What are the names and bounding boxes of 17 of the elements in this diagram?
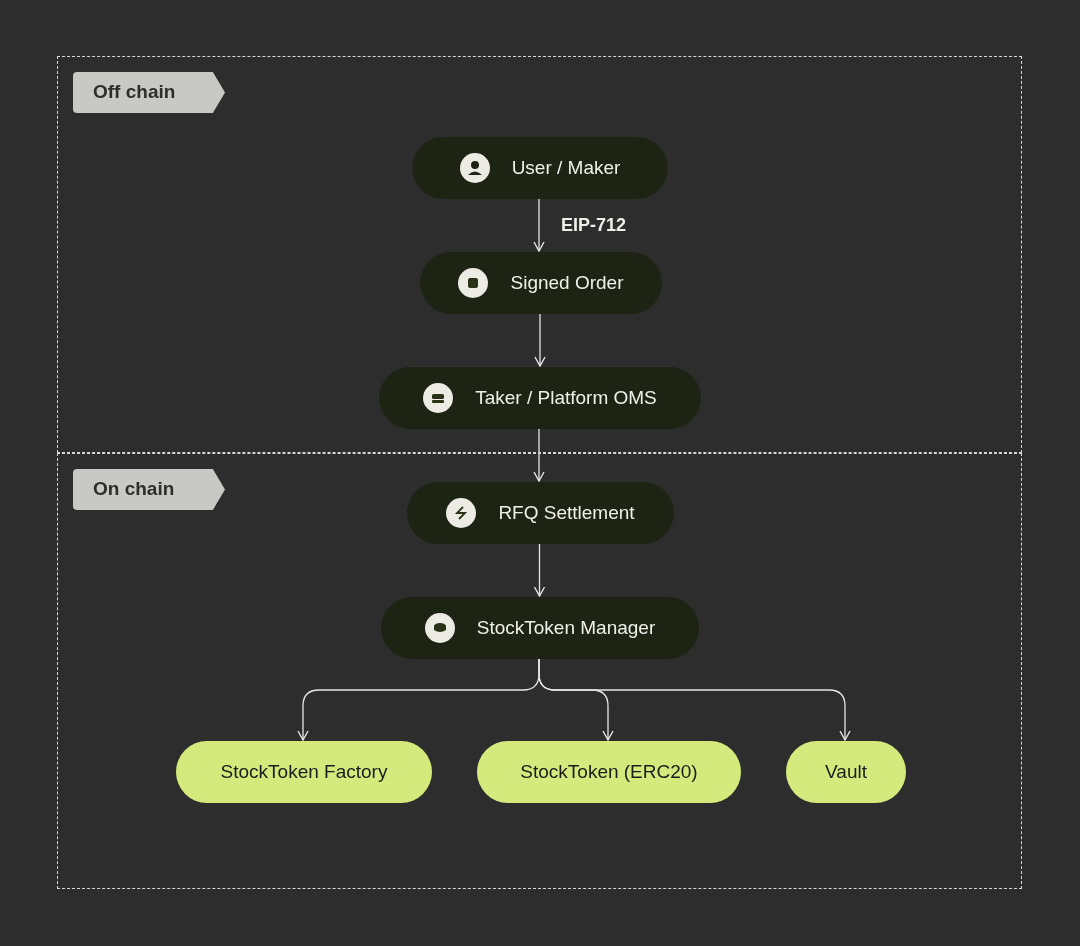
- arrow: [533, 197, 545, 252]
- node-label: StockToken (ERC20): [520, 759, 698, 784]
- node-label: StockToken Factory: [220, 759, 388, 784]
- arrow: [534, 312, 546, 367]
- section-tag: On chain: [73, 469, 225, 510]
- section-tag: Off chain: [73, 72, 225, 113]
- arrow: [533, 542, 546, 597]
- dashed-region: [57, 56, 1022, 453]
- arrow: [538, 657, 851, 741]
- arrow: [533, 427, 545, 482]
- node-label: Taker / Platform OMS: [475, 385, 657, 410]
- node-label: StockToken Manager: [476, 615, 656, 640]
- dashed-region: [57, 453, 1022, 889]
- node-label: RFQ Settlement: [498, 500, 635, 525]
- node-label: Vault: [825, 759, 867, 784]
- node-label: Signed Order: [510, 270, 624, 295]
- node-label: User / Maker: [511, 155, 621, 180]
